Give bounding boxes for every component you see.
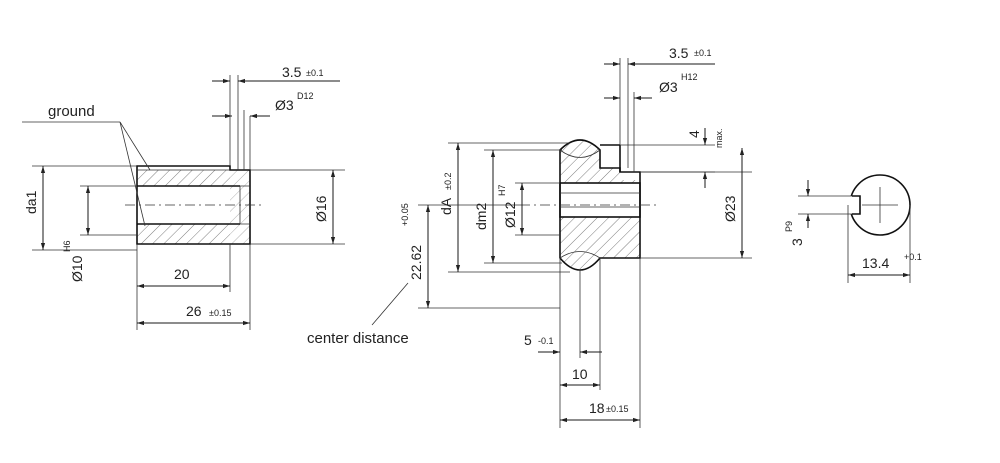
wheel-d4-tol: max. [714,128,724,148]
wheel-d5-value: 5 [524,332,532,348]
wheel-dm2-value: dm2 [473,203,489,230]
detail-d3-tol: P9 [784,221,794,232]
worm-da1-value: da1 [23,190,39,214]
worm-phi10-value: Ø10 [69,255,85,282]
wheel-phi23-value: Ø23 [722,195,738,222]
wheel-phi3-value: Ø3 [659,79,678,95]
detail-d3-value: 3 [789,238,805,246]
worm-d26-value: 26 [186,303,202,319]
worm-view [22,75,345,330]
detail-d134-tol: +0.1 [904,252,922,262]
wheel-d18-tol: ±0.15 [606,404,628,414]
worm-d26-tol: ±0.15 [209,308,231,318]
wheel-view [371,58,752,428]
worm-lower-hatch [137,224,230,244]
wheel-outline [559,139,641,271]
worm-upper-hatch [137,170,230,186]
wheel-d4-value: 4 [686,130,702,138]
wheel-dA-value: dA [438,197,454,215]
wheel-d35-value: 3.5 [669,45,689,61]
worm-phi16-value: Ø16 [313,195,329,222]
wheel-d5-tol: -0.1 [538,336,554,346]
wheel-center-distance-tol: +0.05 [400,203,410,226]
center-distance-leader [371,282,409,326]
detail-d134-value: 13.4 [862,255,889,271]
key-detail-view [798,174,911,283]
worm-d20-value: 20 [174,266,190,282]
detail-keyway [852,195,861,215]
wheel-phi12-tol: H7 [497,184,507,196]
worm-d35-tol: ±0.1 [306,68,323,78]
worm-d35-value: 3.5 [282,64,302,80]
wheel-dA-tol: ±0.2 [443,173,453,190]
center-distance-label: center distance [307,330,409,347]
wheel-d35-tol: ±0.1 [694,48,711,58]
worm-phi3-tol: D12 [297,91,314,101]
wheel-phi3-tol: H12 [681,72,698,82]
worm-phi10-tol: H6 [62,240,72,252]
wheel-center-distance-value: 22.62 [408,245,424,280]
wheel-d10-value: 10 [572,366,588,382]
worm-phi3-value: Ø3 [275,97,294,113]
wheel-phi12-value: Ø12 [502,201,518,228]
wheel-d18-value: 18 [589,400,605,416]
ground-label: ground [48,103,95,120]
